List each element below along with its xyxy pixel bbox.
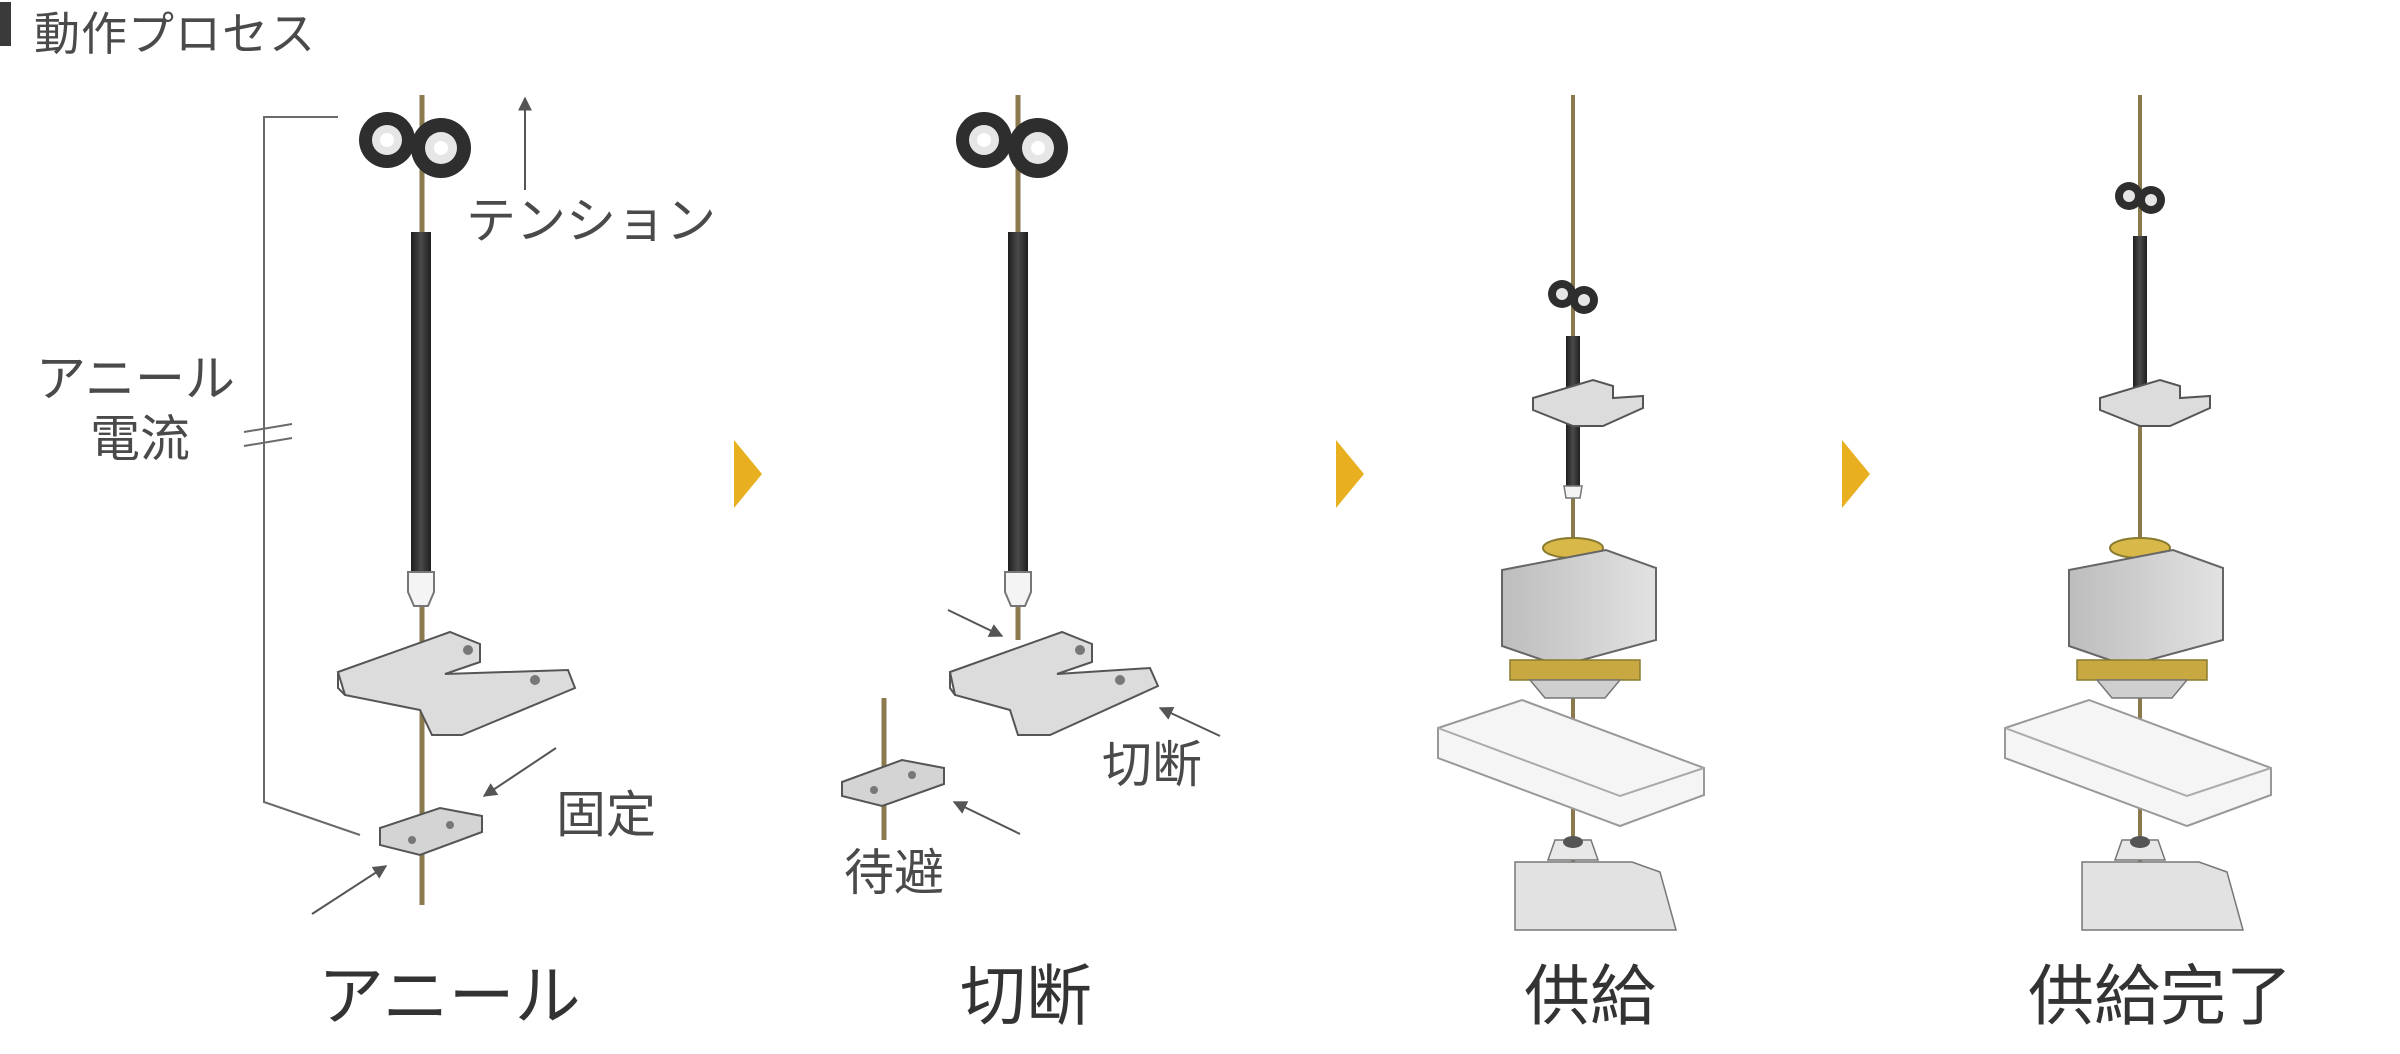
cut-label: 切断	[1102, 736, 1202, 794]
roller-pair-small	[2115, 182, 2165, 214]
feeder-block	[2068, 537, 2224, 699]
feeder-block	[1501, 537, 1657, 699]
anneal-current-label-line2: 電流	[90, 410, 190, 468]
retreat-label: 待避	[844, 844, 944, 902]
stage-complete-illustration	[2004, 95, 2272, 931]
stage-label-anneal: アニール	[318, 958, 581, 1035]
bottom-unit	[2081, 836, 2244, 931]
upper-clamp	[336, 630, 577, 736]
guide-block	[1437, 698, 1705, 828]
guide-block	[2004, 698, 2272, 828]
lower-clamp	[379, 806, 483, 857]
header-marker	[0, 2, 11, 46]
stage-label-supply: 供給	[1524, 958, 1656, 1035]
stage-arrow-2	[1336, 440, 1364, 508]
anneal-rod	[411, 232, 431, 572]
stage-anneal-illustration	[243, 95, 577, 915]
roller-pair	[359, 112, 471, 178]
anneal-current-label-line1: アニール	[36, 350, 235, 408]
stage-arrow-1	[734, 440, 762, 508]
page-title: 動作プロセス	[34, 7, 316, 61]
stage-arrow-3	[1842, 440, 1870, 508]
stage-cut-illustration	[841, 95, 1221, 840]
retreat-clamp	[841, 758, 945, 808]
stage-supply-illustration	[1437, 95, 1705, 931]
bottom-unit	[1514, 836, 1677, 931]
stage-label-complete: 供給完了	[2028, 958, 2292, 1035]
roller-pair-small	[1548, 280, 1598, 314]
fix-label: 固定	[556, 786, 656, 844]
tension-label: テンション	[466, 192, 716, 250]
stage-label-cut: 切断	[960, 958, 1092, 1035]
cutter-clamp	[948, 630, 1160, 736]
anneal-bracket	[263, 116, 361, 836]
roller-pair	[956, 112, 1068, 178]
